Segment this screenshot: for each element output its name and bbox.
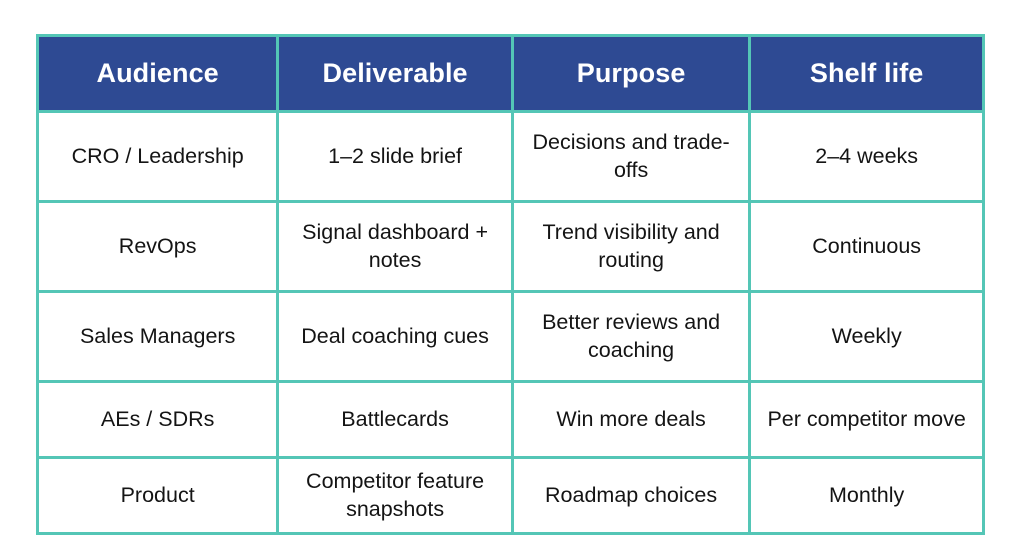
cell-deliverable: Deal coaching cues xyxy=(276,290,514,383)
cell-deliverable: Battlecards xyxy=(276,380,514,459)
column-header-purpose: Purpose xyxy=(510,34,752,113)
audience-deliverable-table-container: Audience Deliverable Purpose Shelf life … xyxy=(35,34,985,535)
cell-purpose: Trend visibility and routing xyxy=(510,200,752,293)
column-header-audience: Audience xyxy=(35,34,280,113)
table-row: CRO / Leadership 1–2 slide brief Decisio… xyxy=(35,110,985,203)
column-header-deliverable: Deliverable xyxy=(276,34,514,113)
table-row: Sales Managers Deal coaching cues Better… xyxy=(35,290,985,383)
cell-purpose: Roadmap choices xyxy=(510,456,752,535)
cell-audience: AEs / SDRs xyxy=(35,380,280,459)
cell-deliverable: Signal dashboard + notes xyxy=(276,200,514,293)
cell-shelf-life: Monthly xyxy=(748,456,985,535)
cell-purpose: Decisions and trade-offs xyxy=(510,110,752,203)
table-header: Audience Deliverable Purpose Shelf life xyxy=(35,34,985,113)
cell-shelf-life: Weekly xyxy=(748,290,985,383)
cell-audience: RevOps xyxy=(35,200,280,293)
table-header-row: Audience Deliverable Purpose Shelf life xyxy=(35,34,985,113)
cell-shelf-life: Continuous xyxy=(748,200,985,293)
column-header-shelf-life: Shelf life xyxy=(748,34,985,113)
cell-audience: Sales Managers xyxy=(35,290,280,383)
cell-deliverable: 1–2 slide brief xyxy=(276,110,514,203)
audience-deliverable-table: Audience Deliverable Purpose Shelf life … xyxy=(35,34,985,535)
table-body: CRO / Leadership 1–2 slide brief Decisio… xyxy=(35,110,985,535)
cell-shelf-life: 2–4 weeks xyxy=(748,110,985,203)
table-row: Product Competitor feature snapshots Roa… xyxy=(35,456,985,535)
cell-shelf-life: Per competitor move xyxy=(748,380,985,459)
cell-purpose: Better reviews and coaching xyxy=(510,290,752,383)
table-row: RevOps Signal dashboard + notes Trend vi… xyxy=(35,200,985,293)
cell-audience: CRO / Leadership xyxy=(35,110,280,203)
cell-purpose: Win more deals xyxy=(510,380,752,459)
table-row: AEs / SDRs Battlecards Win more deals Pe… xyxy=(35,380,985,459)
cell-audience: Product xyxy=(35,456,280,535)
cell-deliverable: Competitor feature snapshots xyxy=(276,456,514,535)
